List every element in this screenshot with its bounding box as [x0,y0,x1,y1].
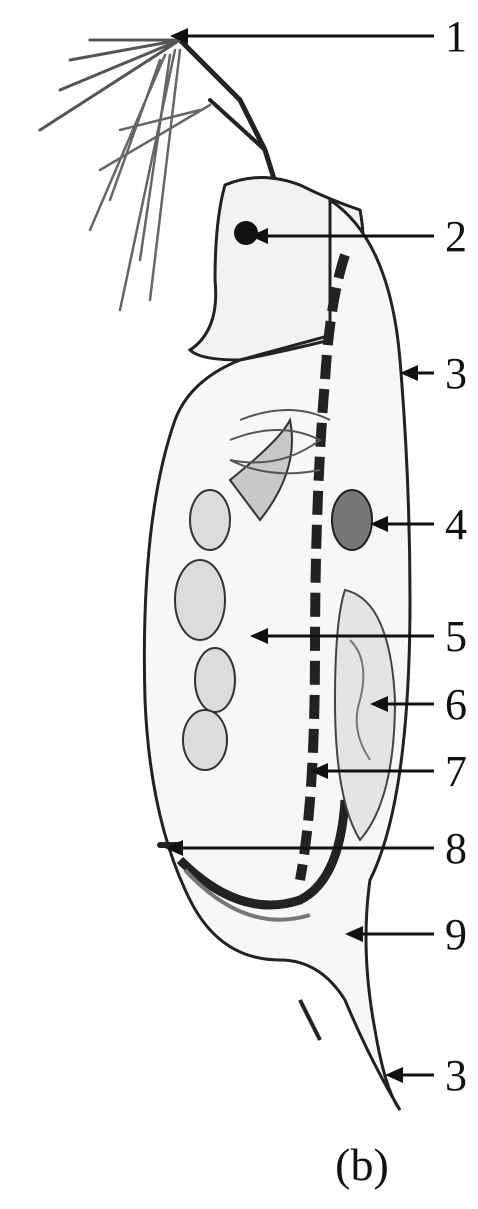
label-2: 2 [445,212,467,261]
label-3-bottom: 3 [445,1051,467,1100]
heart [332,490,372,550]
label-1: 1 [445,12,467,61]
compound-eye [234,221,258,245]
label-6: 6 [445,680,467,729]
label-8: 8 [445,824,467,873]
label-5: 5 [445,612,467,661]
figure-caption: (b) [335,1139,389,1190]
label-4: 4 [445,500,467,549]
label-9: 9 [445,910,467,959]
label-7: 7 [445,747,467,796]
label-3-top: 3 [445,349,467,398]
label-group: 1 2 3 4 5 6 7 8 9 3 [445,12,467,1100]
